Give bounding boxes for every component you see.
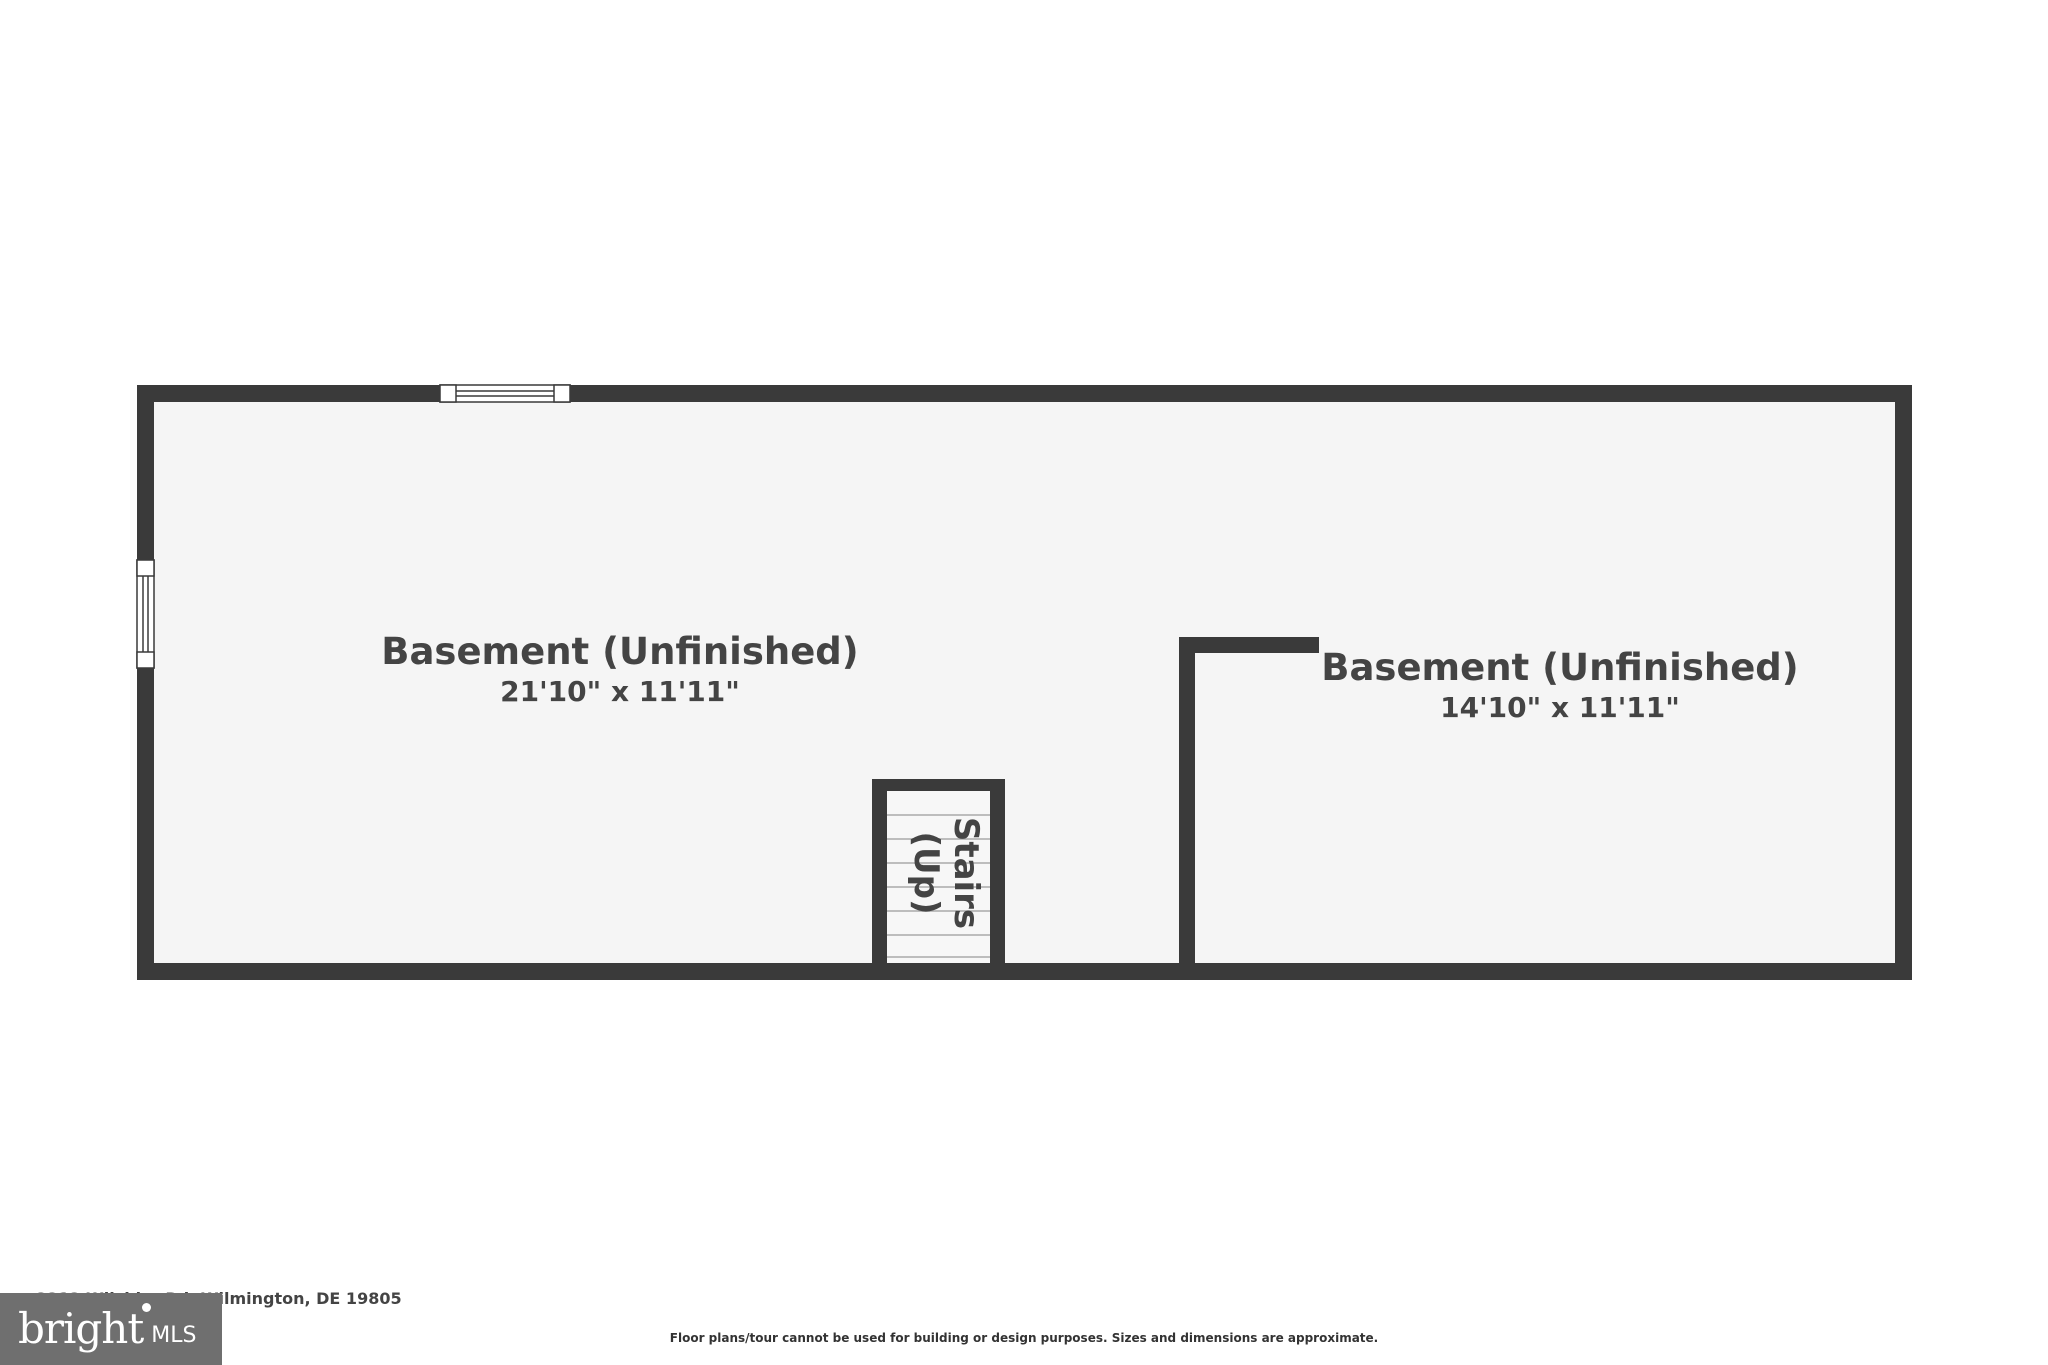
bright-mls-logo: bright MLS [0,1293,222,1365]
stairs-wall-right [990,779,1005,974]
logo-word: bright [18,1304,144,1353]
stairs-wall-top [872,779,1005,791]
wall-partition-horizontal [1179,637,1319,653]
room-dimensions: 21'10" x 11'11" [500,675,740,708]
wall-right [1895,385,1912,980]
logo-sub: MLS [151,1322,197,1348]
stairs-wall-left [872,779,887,974]
stairs-name: Stairs [946,816,986,930]
room-label-basement-1: Basement (Unfinished) 21'10" x 11'11" [310,630,930,710]
room-label-basement-2: Basement (Unfinished) 14'10" x 11'11" [1250,646,1870,726]
room-name: Basement (Unfinished) [1321,646,1799,689]
window-top [439,384,571,403]
logo-dot-icon [142,1303,151,1312]
stairs-direction: (Up) [906,831,946,915]
wall-top [137,385,1912,402]
window-left [136,559,155,669]
room-dimensions: 14'10" x 11'11" [1440,691,1680,724]
floor-area [147,395,1900,967]
wall-partition-vertical [1179,637,1195,973]
stairs-label: Stairs (Up) [906,817,986,929]
stair-treads [887,814,990,958]
room-name: Basement (Unfinished) [381,630,859,673]
wall-bottom [137,963,1912,980]
disclaimer-text: Floor plans/tour cannot be used for buil… [669,1331,1379,1345]
wall-left [137,385,154,980]
